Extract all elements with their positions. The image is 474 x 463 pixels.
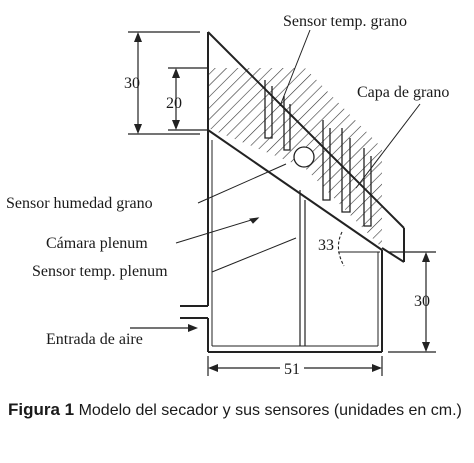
dryer-body: [180, 31, 405, 353]
angle-mark: [337, 231, 380, 267]
angle-label: 33: [318, 237, 334, 254]
label-sensor-temp-grano: Sensor temp. grano: [283, 13, 407, 30]
label-capa-de-grano: Capa de grano: [357, 84, 449, 101]
label-sensor-temp-plenum: Sensor temp. plenum: [32, 263, 168, 280]
dim-base-height-label: 30: [414, 293, 430, 310]
dim-outer-height-label: 30: [124, 75, 140, 92]
label-sensor-humedad-grano: Sensor humedad grano: [6, 195, 153, 212]
figure-caption: Figura 1 Modelo del secador y sus sensor…: [8, 398, 470, 423]
dim-outer-height: [128, 31, 200, 135]
humidity-sensor: [293, 146, 315, 168]
label-entrada-de-aire: Entrada de aire: [46, 331, 143, 348]
dim-layer-height-label: 20: [166, 95, 182, 112]
leader-lines: [175, 29, 421, 273]
dim-width: [207, 356, 383, 376]
caption-prefix: Figura 1: [8, 400, 75, 419]
caption-text: Modelo del secador y sus sensores (unida…: [74, 402, 462, 419]
dim-width-label: 51: [284, 361, 300, 378]
dim-layer-height: [168, 67, 208, 131]
grain-temp-probes: [264, 80, 372, 227]
dryer-diagram: 30 20 30 51 33: [6, 13, 449, 378]
air-inlet-arrow: [130, 324, 198, 332]
label-camara-plenum: Cámara plenum: [46, 235, 148, 252]
dim-base-height: [388, 251, 436, 353]
